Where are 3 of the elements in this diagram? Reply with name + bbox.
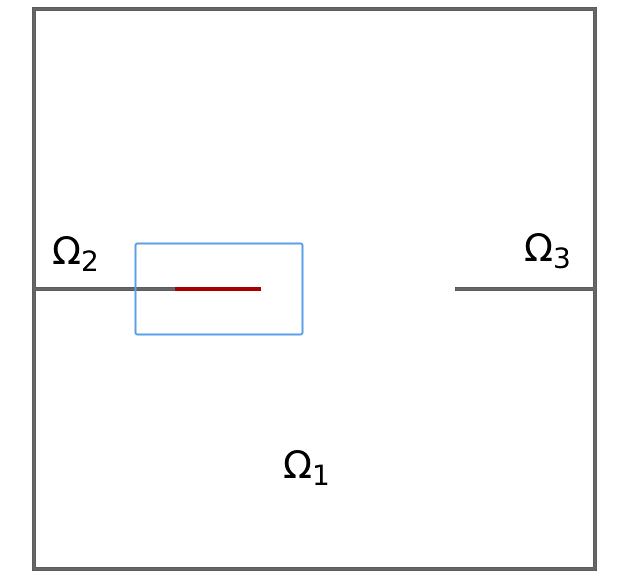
region-label: Ω$_{1}$ xyxy=(283,446,330,484)
region-label: Ω$_{2}$ xyxy=(52,232,99,270)
region-label: Ω$_{3}$ xyxy=(524,229,571,267)
